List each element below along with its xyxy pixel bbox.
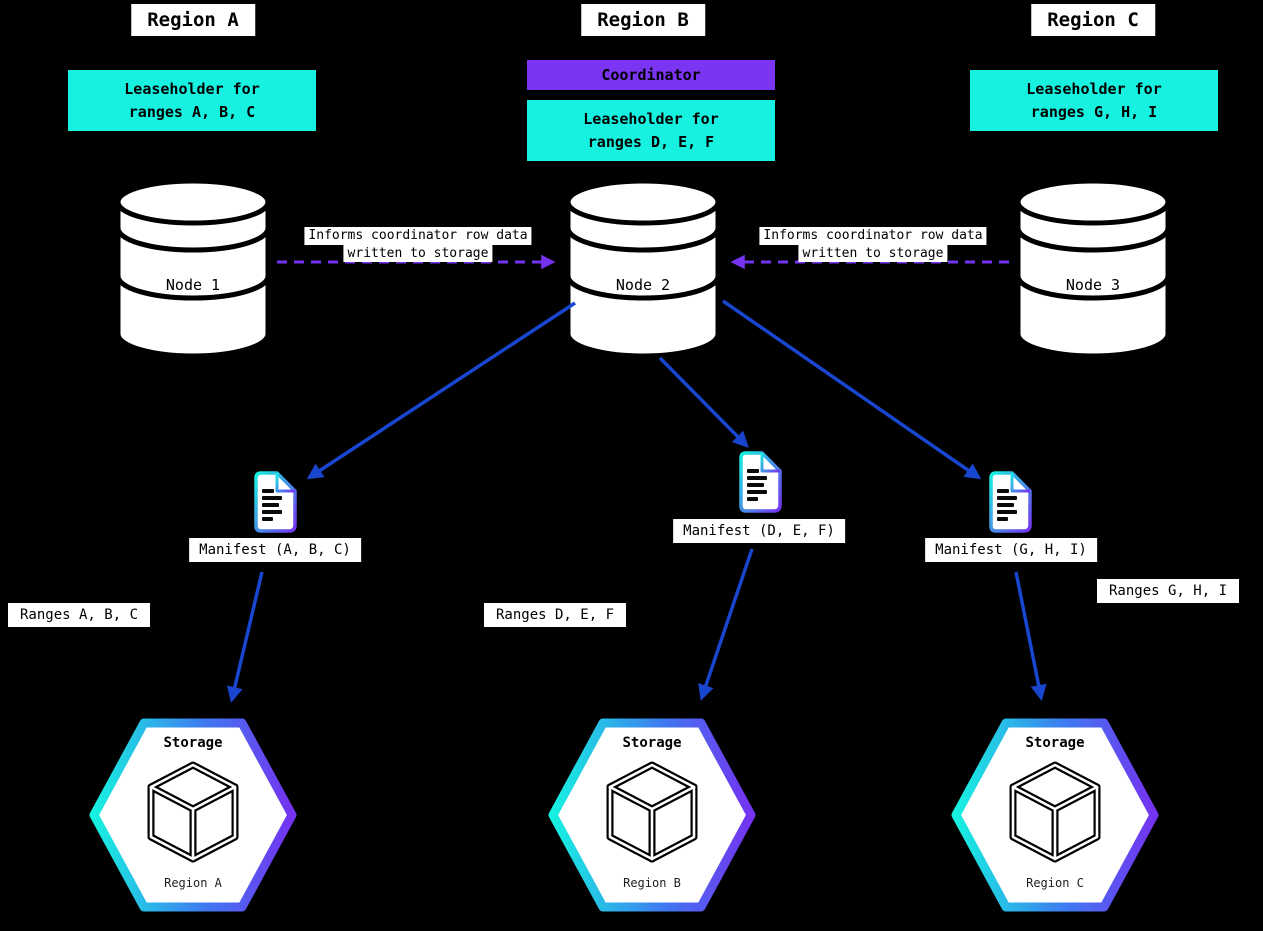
manifest-a-document-icon xyxy=(254,471,297,533)
leaseholder-badge-c: Leaseholder for ranges G, H, I xyxy=(970,70,1218,131)
informs-label-right: Informs coordinator row data written to … xyxy=(759,227,987,263)
ranges-b-label: Ranges D, E, F xyxy=(484,603,627,627)
storage-a-region-label: Region A xyxy=(164,876,222,890)
leaseholder-badge-b: Leaseholder for ranges D, E, F xyxy=(527,100,775,161)
informs-label-right-line1: Informs coordinator row data xyxy=(759,227,987,245)
informs-label-left-line1: Informs coordinator row data xyxy=(304,227,532,245)
manifest-a-to-storage-a-arrow xyxy=(226,571,264,703)
manifest-b-label: Manifest (D, E, F) xyxy=(673,519,845,543)
cube-icon xyxy=(1009,761,1101,863)
region-a-title: Region A xyxy=(131,4,255,36)
storage-b-hexagon-icon xyxy=(548,718,756,912)
manifest-a-label: Manifest (A, B, C) xyxy=(189,538,361,562)
document-text-lines xyxy=(747,469,767,501)
region-b-title: Region B xyxy=(581,4,705,36)
manifest-c-document-icon xyxy=(989,471,1032,533)
node-3-label: Node 3 xyxy=(1065,276,1121,294)
storage-b-title: Storage xyxy=(622,735,682,751)
ranges-a-label: Ranges A, B, C xyxy=(8,603,151,627)
storage-c-title: Storage xyxy=(1025,735,1085,751)
leaseholder-badge-a: Leaseholder for ranges A, B, C xyxy=(68,70,316,131)
document-text-lines xyxy=(997,489,1017,521)
node1-database-icon xyxy=(115,178,271,359)
region-c-title: Region C xyxy=(1031,4,1155,36)
node2-to-manifest-a-arrow xyxy=(306,301,576,480)
node-2-label: Node 2 xyxy=(615,276,671,294)
manifest-c-label: Manifest (G, H, I) xyxy=(925,538,1097,562)
informs-label-left-line2: written to storage xyxy=(343,244,493,263)
informs-label-left: Informs coordinator row data written to … xyxy=(304,227,532,263)
node3-database-icon xyxy=(1015,178,1171,359)
storage-a-hexagon-icon xyxy=(89,718,297,912)
node2-to-manifest-b-arrow xyxy=(658,356,749,448)
ranges-c-label: Ranges G, H, I xyxy=(1097,579,1240,603)
document-text-lines xyxy=(262,489,282,521)
manifest-b-document-icon xyxy=(739,451,782,513)
coordinator-badge: Coordinator xyxy=(527,60,775,90)
cube-icon xyxy=(147,761,239,863)
cube-icon xyxy=(606,761,698,863)
manifest-c-to-storage-c-arrow xyxy=(1014,571,1047,701)
storage-a-title: Storage xyxy=(163,735,223,751)
storage-c-region-label: Region C xyxy=(1026,876,1084,890)
storage-c-hexagon-icon xyxy=(951,718,1159,912)
node2-database-icon xyxy=(565,178,721,359)
manifest-b-to-storage-b-arrow xyxy=(698,548,754,701)
node2-to-manifest-c-arrow xyxy=(722,299,982,480)
storage-b-region-label: Region B xyxy=(623,876,681,890)
informs-label-right-line2: written to storage xyxy=(798,244,948,263)
node-1-label: Node 1 xyxy=(165,276,221,294)
